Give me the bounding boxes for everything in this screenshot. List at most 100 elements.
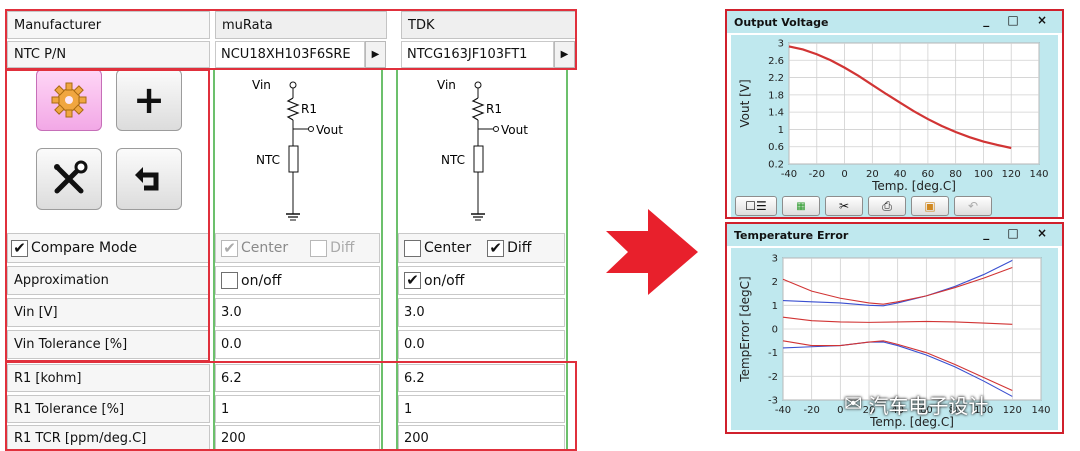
r1-tcr-label: R1 TCR [ppm/deg.C] <box>7 425 210 451</box>
x-tick-label: -20 <box>809 169 825 180</box>
y-axis-label: Vout [V] <box>738 79 752 127</box>
window-controls-icon[interactable]: _ □ × <box>983 226 1054 240</box>
col2-diff-checkbox[interactable]: ✔ <box>487 239 505 257</box>
y-tick-label: 2.2 <box>768 73 784 84</box>
x-tick-label: 120 <box>1003 405 1022 416</box>
col1-approx-label: on/off <box>241 272 282 289</box>
col2-circuit-diagram: Vin R1 Vout NTC <box>437 78 528 221</box>
svg-text:R1: R1 <box>301 102 317 116</box>
settings-button[interactable] <box>36 69 102 131</box>
series-line <box>782 341 1013 397</box>
output-voltage-titlebar[interactable]: Output Voltage _ □ × <box>727 11 1062 33</box>
col1-next-arrow-icon[interactable]: ▶ <box>365 41 386 68</box>
svg-text:Vout: Vout <box>316 123 343 137</box>
col2-part-number-select[interactable]: NTCG163JF103FT1 <box>401 41 554 68</box>
col1-approximation[interactable]: on/off <box>215 266 380 295</box>
x-tick-label: -40 <box>775 405 791 416</box>
col2-diff-option[interactable]: ✔Diff <box>487 239 531 257</box>
chart-settings-button[interactable]: ✂ <box>825 196 863 216</box>
svg-text:Vout: Vout <box>501 123 528 137</box>
y-tick-label: -1 <box>768 348 778 359</box>
plot-area <box>788 42 1040 165</box>
svg-text:NTC: NTC <box>441 153 465 167</box>
col1-part-number-select[interactable]: NCU18XH103F6SRE <box>215 41 365 68</box>
csv-export-button[interactable]: ▦ <box>782 196 820 216</box>
y-tick-label: 2 <box>772 277 778 288</box>
col2-vin-input[interactable]: 3.0 <box>398 298 565 327</box>
x-tick-label: -40 <box>781 169 797 180</box>
col2-approximation-checkbox[interactable]: ✔ <box>404 272 421 289</box>
y-tick-label: 1.8 <box>768 90 784 101</box>
list-view-button[interactable]: ☐☰ <box>735 196 777 216</box>
gear-icon <box>51 82 87 118</box>
window-controls-icon[interactable]: _ □ × <box>983 13 1054 27</box>
y-tick-label: 1.4 <box>768 108 784 119</box>
col1-r1-tolerance-input[interactable]: 1 <box>215 395 380 423</box>
col2-r1-input[interactable]: 6.2 <box>398 364 565 392</box>
svg-text:Vin: Vin <box>437 78 456 92</box>
series-line <box>782 340 1013 392</box>
x-tick-label: 0 <box>841 169 847 180</box>
y-tick-label: 1 <box>778 125 784 136</box>
plus-icon: + <box>133 78 165 122</box>
approximation-label: Approximation <box>7 266 210 295</box>
ntc-pn-label: NTC P/N <box>7 41 210 68</box>
col2-approximation[interactable]: ✔on/off <box>398 266 565 295</box>
col1-green-frame-left <box>213 70 215 451</box>
col1-vin-tolerance-input[interactable]: 0.0 <box>215 330 380 359</box>
y-tick-label: 0 <box>772 325 778 336</box>
x-tick-label: 20 <box>863 405 876 416</box>
y-tick-label: 3 <box>778 39 784 50</box>
print-button[interactable]: ⎙ <box>868 196 906 216</box>
col1-diff-option[interactable]: Diff <box>310 239 354 257</box>
wrench-screwdriver-icon <box>54 160 88 194</box>
y-tick-label: 2.6 <box>768 56 784 67</box>
image-icon: ▣ <box>924 199 936 213</box>
col1-green-frame-right <box>381 70 383 451</box>
series-line <box>788 45 1012 150</box>
chart-undo-button[interactable]: ↶ <box>954 196 992 216</box>
x-axis-label: Temp. [deg.C] <box>871 179 956 193</box>
y-axis-label: TempError [degC] <box>738 276 752 382</box>
col2-approx-label: on/off <box>424 272 465 289</box>
r1-label: R1 [kohm] <box>7 364 210 392</box>
undo-icon <box>135 167 159 191</box>
x-tick-label: 120 <box>1002 169 1021 180</box>
undo-button[interactable] <box>116 148 182 210</box>
col2-next-arrow-icon[interactable]: ▶ <box>554 41 575 68</box>
x-tick-label: 100 <box>974 169 993 180</box>
col1-center-checkbox[interactable]: ✔ <box>221 239 238 257</box>
svg-text:NTC: NTC <box>256 153 280 167</box>
col2-r1-tolerance-input[interactable]: 1 <box>398 395 565 423</box>
save-image-button[interactable]: ▣ <box>911 196 949 216</box>
series-line <box>782 316 1013 325</box>
col2-vin-tolerance-input[interactable]: 0.0 <box>398 330 565 359</box>
vin-label: Vin [V] <box>7 298 210 327</box>
compare-mode-checkbox[interactable]: ✔ <box>11 239 28 257</box>
series-line <box>782 259 1013 307</box>
col1-vin-input[interactable]: 3.0 <box>215 298 380 327</box>
col1-circuit-diagram: Vin R1 Vout NTC <box>252 78 343 221</box>
col2-center-checkbox[interactable] <box>404 239 421 257</box>
col1-manufacturer: muRata <box>215 11 387 39</box>
col2-center-option[interactable]: Center <box>404 239 471 257</box>
col1-r1-input[interactable]: 6.2 <box>215 364 380 392</box>
output-voltage-title: Output Voltage <box>734 15 829 29</box>
temperature-error-titlebar[interactable]: Temperature Error _ □ × <box>727 224 1062 246</box>
right-arrow-icon <box>606 209 698 295</box>
x-tick-label: -20 <box>803 405 819 416</box>
wechat-icon: ✉ <box>844 391 863 417</box>
add-button[interactable]: + <box>116 69 182 131</box>
col1-diff-checkbox[interactable] <box>310 239 328 257</box>
x-tick-label: 20 <box>866 169 879 180</box>
tools-button[interactable] <box>36 148 102 210</box>
col1-center-option[interactable]: ✔Center <box>221 239 288 257</box>
col1-approximation-checkbox[interactable] <box>221 272 238 289</box>
y-tick-label: 0.6 <box>768 142 784 153</box>
compare-mode-row[interactable]: ✔ Compare Mode <box>7 233 210 263</box>
col1-r1-tcr-input[interactable]: 200 <box>215 425 380 451</box>
